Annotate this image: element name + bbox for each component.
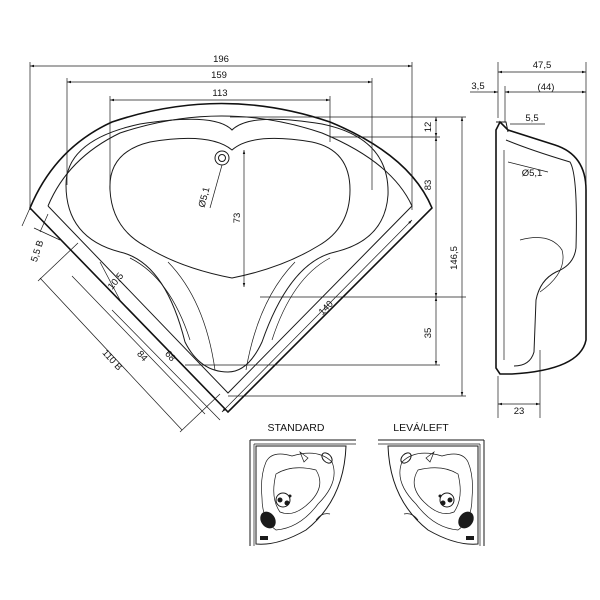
standard-basin-inner <box>273 467 321 514</box>
side-profile-inner <box>505 139 577 367</box>
standard-jet-4 <box>288 494 292 498</box>
side-dim-3-5: 3,5 <box>471 81 484 92</box>
standard-headrest <box>260 511 276 529</box>
dim-12: 12 <box>423 122 434 133</box>
dim-5-5-b: 5,5 B <box>29 239 46 264</box>
side-dimensions: 47,5 (44) 3,5 5,5 Ø5,1 23 <box>470 60 587 418</box>
standard-jet-3 <box>284 500 290 506</box>
left-basin <box>399 452 473 531</box>
dim-110-b: 110 B <box>100 348 124 373</box>
left-drain-arc <box>403 513 419 521</box>
variant-left: LEVÁ/LEFT <box>378 421 485 546</box>
dim-146-5: 146,5 <box>449 246 460 270</box>
side-dim-47-5: 47,5 <box>533 60 552 71</box>
left-jet-3 <box>440 500 446 506</box>
standard-corner-marker <box>260 536 268 540</box>
left-corner-marker <box>466 536 474 540</box>
left-faucet <box>425 450 435 463</box>
dim-113: 113 <box>212 88 227 99</box>
standard-basin <box>261 452 335 531</box>
label-standard: STANDARD <box>268 422 325 434</box>
overflow-drain <box>214 150 230 166</box>
standard-faucet <box>299 450 309 463</box>
dim-drain-5-1: Ø5,1 <box>197 186 213 209</box>
label-left: LEVÁ/LEFT <box>393 421 449 434</box>
side-profile-rim-top <box>496 121 509 133</box>
left-control <box>400 452 412 464</box>
dim-196: 196 <box>213 54 229 65</box>
left-headrest <box>458 511 474 529</box>
footrest-curve-right <box>245 261 296 371</box>
side-profile-seat <box>519 237 564 293</box>
left-basin-inner <box>413 467 461 514</box>
dim-68: 68 <box>162 349 177 364</box>
left-jet-4 <box>438 494 442 498</box>
left-bath-outline <box>387 445 479 545</box>
standard-jet-2 <box>277 497 283 503</box>
standard-drain-arc <box>315 513 331 521</box>
variant-standard: STANDARD <box>249 422 356 546</box>
standard-bath-outline <box>255 445 347 545</box>
internal-dimensions: 73 Ø5,1 <box>197 150 246 287</box>
right-dimensions: 12 83 35 146,5 <box>185 116 466 397</box>
armrest-curve-left <box>129 257 191 341</box>
side-dim-5-1: Ø5,1 <box>522 168 543 179</box>
diagonal-dimensions: 140 5,5 B 10,5 110 B 84 68 <box>21 207 413 433</box>
left-jet-1 <box>439 492 455 508</box>
dim-159: 159 <box>211 70 227 81</box>
side-dim-5-5: 5,5 <box>525 113 538 124</box>
dim-35: 35 <box>423 328 434 339</box>
bath-outer-rim <box>29 102 433 414</box>
overflow-drain-inner <box>218 154 226 162</box>
footrest-curve-left <box>167 261 216 371</box>
standard-control <box>321 452 333 464</box>
side-dim-23: 23 <box>514 406 525 417</box>
standard-jet-1 <box>275 492 291 508</box>
dim-140: 140 <box>317 299 336 318</box>
bathtub-side-view <box>495 120 587 375</box>
top-dimensions: 196 159 113 <box>29 54 413 210</box>
dim-73: 73 <box>232 213 243 224</box>
side-profile-outer <box>495 120 587 375</box>
side-dim-44: (44) <box>538 82 555 93</box>
left-jet-2 <box>447 497 453 503</box>
bath-basin-inner <box>109 137 351 279</box>
dim-83: 83 <box>423 180 434 191</box>
dim-84: 84 <box>134 349 149 364</box>
